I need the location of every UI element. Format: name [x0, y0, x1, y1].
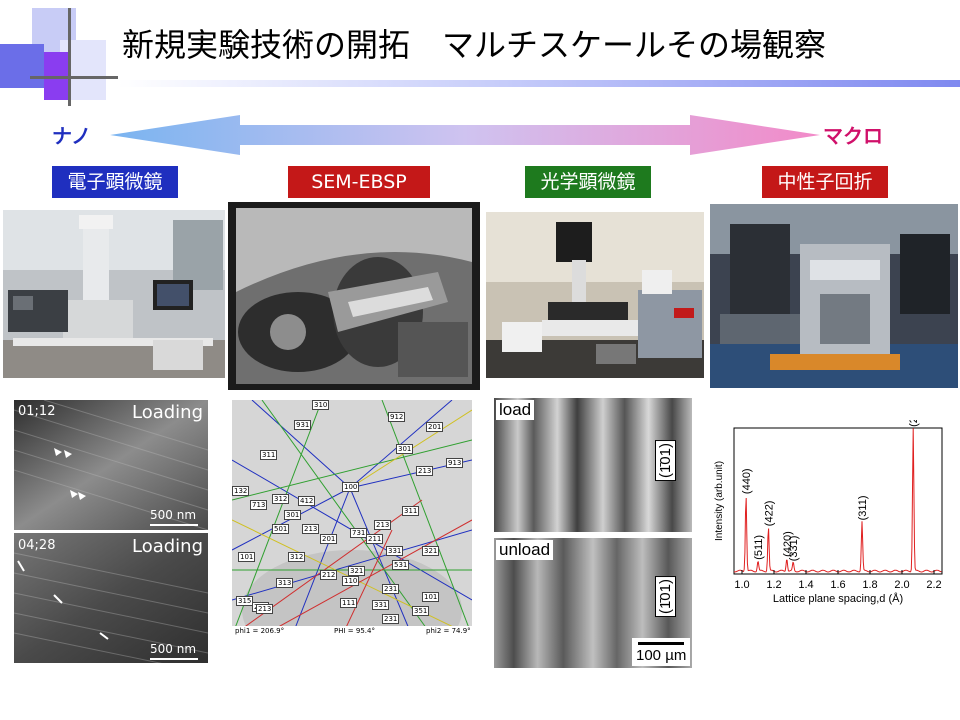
- peak-label: (440): [741, 468, 753, 494]
- ebsp-index-label: 412: [298, 496, 316, 506]
- ebsp-index-label: 531: [392, 560, 410, 570]
- ebsp-index-label: 211: [366, 534, 384, 544]
- corner-line-vertical: [68, 8, 71, 106]
- ebsp-index-label: 931: [294, 420, 312, 430]
- optical-load-label: load: [496, 400, 535, 420]
- ebsp-index-label: 231: [382, 614, 400, 624]
- optical-microscope-photo: [486, 212, 704, 378]
- y-axis-label: Intensity (arb.unit): [714, 461, 725, 541]
- tem-top-scalebar: [150, 524, 198, 526]
- ebsp-index-label: 311: [402, 506, 420, 516]
- ebsp-index-label: 301: [396, 444, 414, 454]
- tem-bottom-scale: 500 nm: [150, 642, 197, 656]
- tem-image-top: [14, 400, 208, 530]
- peak-label: (331): [788, 536, 800, 562]
- plot-frame: [733, 427, 943, 575]
- sem-chamber-photo: [228, 202, 480, 390]
- ebsp-index-label: 310: [312, 400, 330, 410]
- x-axis-label: Lattice plane spacing,d (Å): [773, 592, 903, 605]
- tem-bottom-scalebar: [150, 658, 198, 660]
- ebsp-footer-left: phi1 = 206.9°: [235, 627, 285, 635]
- ebsp-index-label: 913: [446, 458, 464, 468]
- x-tick-label: 1.4: [798, 579, 813, 591]
- peak-label: (220): [908, 420, 920, 427]
- ebsp-index-label: 311: [260, 450, 278, 460]
- x-tick-label: 1.8: [862, 579, 877, 591]
- ebsp-index-label: 713: [250, 500, 268, 510]
- category-optical-microscope: 光学顕微鏡: [525, 166, 651, 198]
- tem-image-bottom: [14, 533, 208, 663]
- scale-label-macro: マクロ: [823, 124, 883, 148]
- ebsp-footer-right: phi2 = 74.9°: [426, 627, 471, 635]
- x-tick-label: 1.6: [830, 579, 845, 591]
- ebsp-index-label: 213: [416, 466, 434, 476]
- optical-unload-index: (1̄01): [655, 576, 676, 618]
- x-tick-label: 2.2: [926, 579, 941, 591]
- tem-top-loading: Loading: [132, 402, 204, 423]
- ebsp-index-label: 100: [342, 482, 360, 492]
- optical-unload-label: unload: [496, 540, 554, 560]
- ebsp-index-label: 912: [388, 412, 406, 422]
- ebsp-index-label: 132: [232, 486, 250, 496]
- tem-bottom-time: 04;28: [18, 538, 56, 553]
- optical-scale-text: 100 µm: [636, 647, 687, 664]
- neutron-diffraction-photo: [710, 204, 958, 388]
- ebsp-index-label: 312: [272, 494, 290, 504]
- optical-scalebar: [638, 642, 684, 645]
- ebsp-index-label: 101: [238, 552, 256, 562]
- peak-label: (420): [782, 531, 794, 557]
- ebsp-index-label: 331: [386, 546, 404, 556]
- corner-line-horizontal: [30, 76, 118, 79]
- ebsp-index-label: 321: [422, 546, 440, 556]
- ebsp-index-label: 201: [320, 534, 338, 544]
- peak-label: (422): [763, 501, 775, 527]
- x-tick-label: 1.0: [734, 579, 749, 591]
- tem-top-scale: 500 nm: [150, 508, 197, 522]
- ebsp-index-label: 213: [256, 604, 274, 614]
- page-title: 新規実験技術の開拓 マルチスケールその場観察: [122, 26, 827, 64]
- optical-unload-scale: 100 µm: [632, 638, 690, 666]
- peak-label: (311): [857, 495, 869, 520]
- ebsp-index-label: 315: [236, 596, 254, 606]
- ebsp-index-label: 111: [340, 598, 358, 608]
- ebsp-index-label: 213: [302, 524, 320, 534]
- ebsp-index-label: 313: [276, 578, 294, 588]
- peak-label: (511): [753, 535, 765, 560]
- ebsp-index-label: 351: [412, 606, 430, 616]
- ebsp-index-label: 301: [284, 510, 302, 520]
- neutron-diffraction-chart: 1.0 1.2 1.4 1.6 1.8 2.0 2.2 (440) (511) (422) (420…: [714, 420, 943, 605]
- ebsp-index-label: 312: [288, 552, 306, 562]
- scale-arrow: [110, 115, 820, 155]
- ebsp-index-label: 213: [374, 520, 392, 530]
- ebsp-index-label: 110: [342, 576, 360, 586]
- tem-top-time: 01;12: [18, 404, 56, 419]
- category-neutron-diffraction: 中性子回折: [762, 166, 888, 198]
- ebsp-index-label: 331: [372, 600, 390, 610]
- ebsp-index-label: 501: [272, 524, 290, 534]
- ebsp-index-label: 212: [320, 570, 338, 580]
- ebsp-index-label: 731: [350, 528, 368, 538]
- ebsp-index-label: 321: [348, 566, 366, 576]
- optical-load-index: (1̄01): [655, 440, 676, 482]
- tem-bottom-loading: Loading: [132, 536, 204, 557]
- ebsp-footer-center: PHI = 95.4°: [334, 627, 375, 635]
- ebsp-index-label: 231: [382, 584, 400, 594]
- x-tick-label: 1.2: [766, 579, 781, 591]
- title-underline: [118, 80, 960, 87]
- x-tick-label: 2.0: [894, 579, 909, 591]
- ebsp-index-label: 201: [426, 422, 444, 432]
- ebsp-index-label: 101: [422, 592, 440, 602]
- category-sem-ebsp: SEM-EBSP: [288, 166, 430, 198]
- optical-image-load: [494, 398, 692, 532]
- electron-microscope-photo: [3, 210, 225, 378]
- corner-square-blue: [0, 44, 44, 88]
- scale-label-nano: ナノ: [52, 124, 91, 148]
- category-electron-microscope: 電子顕微鏡: [52, 166, 178, 198]
